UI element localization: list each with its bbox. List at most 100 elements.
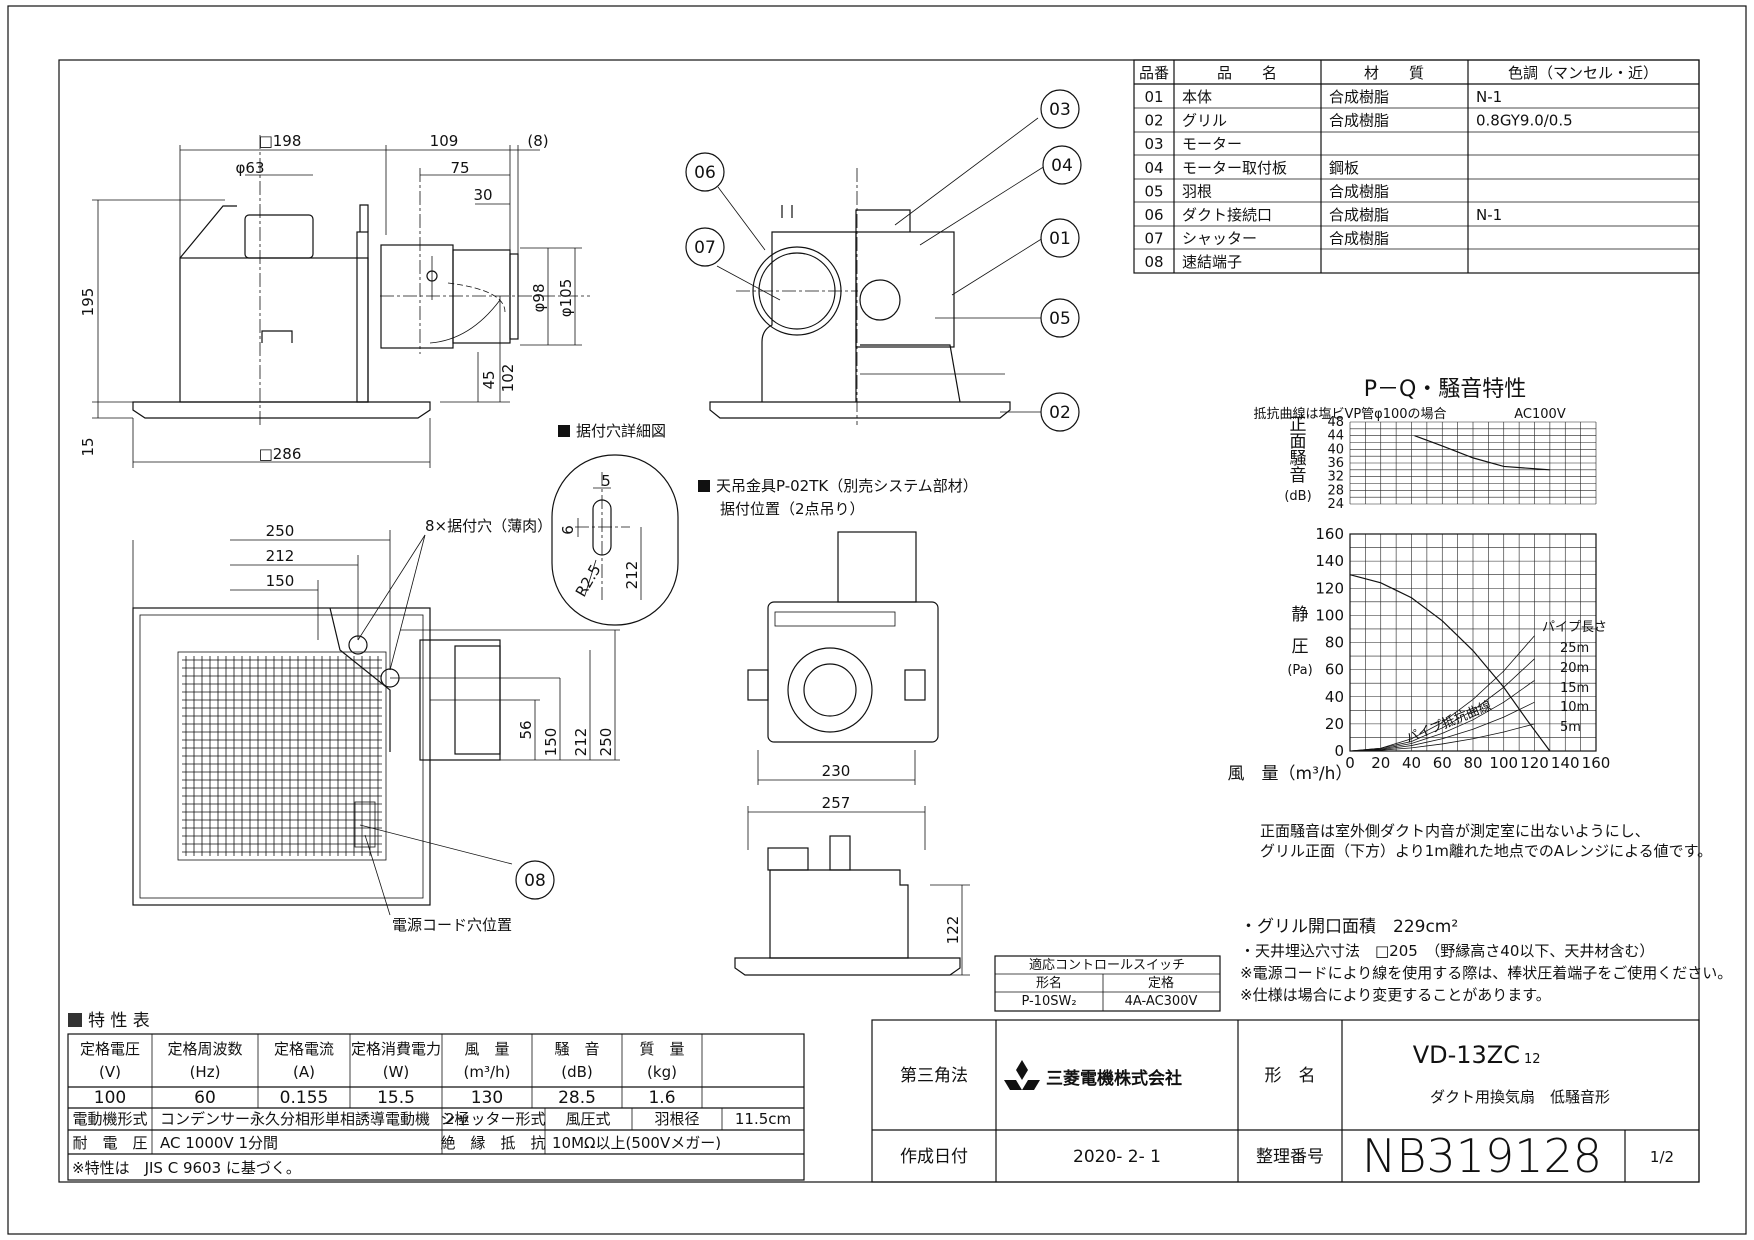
motor-label: 電動機形式 [72,1110,147,1128]
pq-resistance-curve-20m [1349,658,1535,752]
char-header-unit: (Hz) [190,1063,221,1081]
parts-cell: 羽根 [1182,182,1212,200]
parts-cell: 03 [1144,135,1163,153]
spec-note-4: ※仕様は場合により変更することがあります。 [1240,986,1551,1004]
mount-hole-detail: 据付穴詳細図 5 6 212 R2.5 [551,422,679,626]
dim-212-detail: 212 [623,561,641,590]
parts-cell: 02 [1144,112,1163,130]
switch-table: 適応コントロールスイッチ 形名 定格 P-10SW₂ 4A-AC300V [994,955,1221,1012]
parts-header-color: 色調（マンセル・近） [1508,64,1658,82]
mitsubishi-logo-icon [1004,1060,1040,1090]
pq-legend-item: 20m [1560,661,1589,676]
pq-y-tick: 0 [1334,742,1344,760]
chart-note: AC100V [1514,407,1566,422]
hatched-square-icon [68,1013,82,1027]
parts-header-name: 品 名 [1217,64,1277,82]
noise-y-tick: 28 [1327,483,1344,498]
noise-note-2: グリル正面（下方）より1m離れた地点でのAレンジによる値です。 [1260,842,1712,860]
motor-value: コンデンサー永久分相形単相誘導電動機 2極 [160,1110,470,1128]
parts-cell: 速結端子 [1182,253,1242,271]
parts-cell: 01 [1144,88,1163,106]
callout-01: 01 [1049,229,1071,249]
square-bullet-icon [698,480,710,492]
dim-122: 122 [944,916,962,945]
char-header-unit: (m³/h) [464,1063,511,1081]
char-cells: 定格電圧(V)100定格周波数(Hz)60定格電流(A)0.155定格消費電力(… [80,1040,685,1108]
parts-header-no: 品番 [1139,64,1169,82]
char-value: 100 [94,1088,126,1108]
outer-border [7,5,1747,1235]
dim-212: 212 [266,547,295,565]
dim-286: □286 [259,445,302,463]
pq-x-tick: 160 [1582,754,1611,772]
dim-198: □198 [259,132,302,150]
dim-230: 230 [822,762,851,780]
hanger-title: 天吊金具P-02TK（別売システム部材） [716,477,978,495]
parts-cell: 鋼板 [1329,159,1359,177]
parts-cell: モーター取付板 [1182,159,1287,177]
callout-06: 06 [694,163,716,183]
dim-150v: 150 [542,728,560,757]
pq-resistance-curve-10m [1349,701,1535,752]
char-value: 15.5 [377,1088,415,1108]
chart-subtitle: 抵抗曲線は塩ビVP管φ100の場合 [1253,406,1446,422]
parts-cell: 08 [1144,253,1163,271]
pq-x-label: 風 量（m³/h） [1228,764,1353,784]
parts-cell: 07 [1144,230,1163,248]
dim-257: 257 [822,794,851,812]
callout-04: 04 [1051,156,1073,176]
parts-cell: 合成樹脂 [1329,206,1389,224]
shutter-label: シャッター形式 [440,1110,545,1128]
dim-250v: 250 [597,728,615,757]
dim-250: 250 [266,522,295,540]
dim-195: 195 [79,288,97,317]
switch-header-rating: 定格 [1148,975,1174,991]
drawing-number: NB319128 [1362,1129,1602,1183]
pq-resistance-curve-15m [1349,680,1535,752]
sheet-number: 1/2 [1650,1148,1674,1166]
dim-150: 150 [266,572,295,590]
char-header-unit: (W) [383,1063,410,1081]
dim-phi63: φ63 [236,159,265,177]
switch-title: 適応コントロールスイッチ [1029,957,1185,973]
pq-y-label-unit: (Pa) [1287,663,1312,678]
company-name: 三菱電機株式会社 [1046,1068,1182,1089]
dim-45: 45 [480,370,498,389]
noise-y-label-char: 面 [1290,432,1307,452]
dim-56: 56 [517,720,535,739]
parts-cell: 合成樹脂 [1329,112,1389,130]
voltage-label: 耐 電 圧 [72,1134,147,1152]
callout-07: 07 [694,238,716,258]
pq-x-tick: 120 [1520,754,1549,772]
pq-x-tick: 100 [1489,754,1518,772]
char-header: 定格電流 [274,1040,334,1058]
switch-header-model: 形名 [1036,975,1062,991]
noise-curve [1414,435,1550,471]
dim-30: 30 [473,186,492,204]
pq-frame [1349,533,1597,752]
pq-chart: P－Q・騒音特性 抵抗曲線は塩ビVP管φ100の場合 AC100V 242832… [1228,377,1611,784]
parts-cell: N-1 [1476,88,1502,106]
date-label: 作成日付 [900,1147,968,1167]
projection-label: 第三角法 [900,1066,968,1086]
parts-cell: 合成樹脂 [1329,230,1389,248]
pq-y-tick: 20 [1325,715,1344,733]
noise-y-tick: 44 [1327,429,1344,444]
pq-y-tick: 160 [1315,525,1344,543]
grille-pattern [182,656,382,856]
dim-212v: 212 [572,728,590,757]
model-number: VD-13ZC [1413,1041,1520,1069]
plan-view: 250 212 150 8×据付穴（薄肉） 56 150 212 250 電源コ… [132,517,620,934]
pq-y-tick: 80 [1325,634,1344,652]
parts-cell: モーター [1182,135,1242,153]
switch-model: P-10SW₂ [1021,994,1076,1009]
parts-cell: 05 [1144,182,1163,200]
parts-cell: 本体 [1182,88,1212,106]
spec-note-2: ・天井埋込穴寸法 □205 （野縁高さ40以下、天井材含む） [1240,942,1654,960]
blade-value: 11.5cm [735,1110,791,1128]
model-suffix: 12 [1524,1052,1541,1067]
parts-cell: 合成樹脂 [1329,182,1389,200]
parts-cell: N-1 [1476,206,1502,224]
